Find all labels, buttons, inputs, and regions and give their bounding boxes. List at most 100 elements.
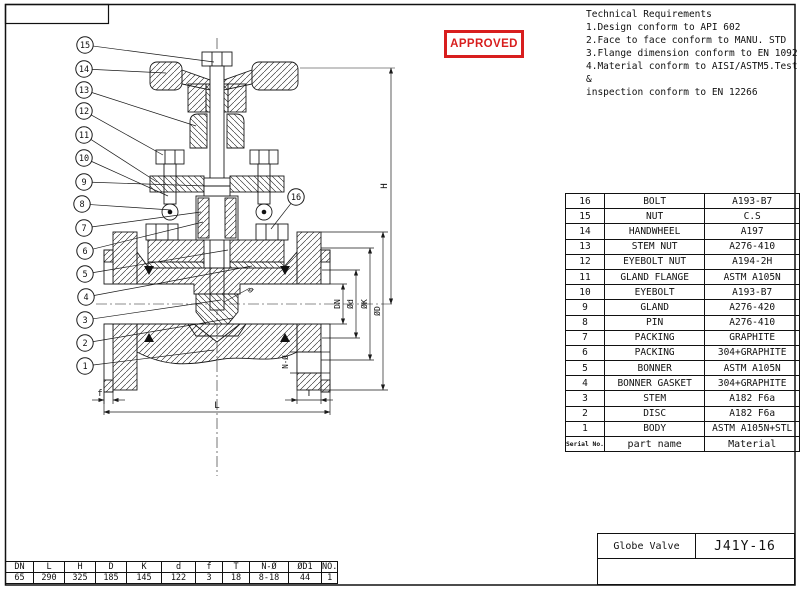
dims-table-cell: 290 xyxy=(33,572,65,584)
dimension-label: H xyxy=(380,183,390,188)
parts-table-cell: ASTM A105N xyxy=(704,360,800,377)
balloon-leader-line xyxy=(93,265,253,296)
callout-balloon xyxy=(76,36,94,54)
tech-req-line: 2.Face to face conform to MANU. STD xyxy=(586,35,787,46)
balloon-leader-line xyxy=(93,349,215,366)
dims-table-cell: ØD1 xyxy=(288,561,322,573)
title-block: Globe Valve J41Y-16 xyxy=(597,533,795,585)
title-block-empty-row xyxy=(598,559,794,584)
balloon-number: 16 xyxy=(291,193,301,203)
balloon-leader-line xyxy=(91,161,169,197)
dims-table-cell: 65 xyxy=(5,572,34,584)
parts-table-cell: GLAND xyxy=(603,299,706,316)
callout-balloon xyxy=(76,265,94,283)
parts-table-cell: A182 F6a xyxy=(704,390,800,407)
parts-table-cell: A194-2H xyxy=(704,253,800,270)
balloon-number: 15 xyxy=(80,41,90,51)
parts-table-cell: 8 xyxy=(565,314,605,331)
balloon-number: 3 xyxy=(82,316,87,326)
callout-balloon xyxy=(76,311,94,329)
balloon-number: 7 xyxy=(81,224,86,234)
parts-table-cell: A193-B7 xyxy=(704,192,800,210)
parts-table-cell: EYEBOLT xyxy=(603,284,706,301)
dims-table-cell: K xyxy=(126,561,162,573)
balloon-leader-line xyxy=(92,211,202,228)
dimension-label: ØK xyxy=(359,299,369,309)
balloon-leader-line xyxy=(92,221,204,250)
bolt-circle-markers xyxy=(144,266,290,342)
parts-table-cell: 6 xyxy=(565,344,605,362)
balloon-number: 11 xyxy=(79,131,89,141)
dimension-label: N-Ø xyxy=(281,355,290,369)
parts-table-cell: 14 xyxy=(565,223,605,240)
parts-table-cell: 13 xyxy=(565,238,605,255)
dimension-label: f xyxy=(97,389,102,399)
callout-balloon xyxy=(75,126,93,144)
parts-table-cell: Material xyxy=(704,435,800,453)
balloon-leader-line xyxy=(93,299,222,320)
parts-table-cell: 12 xyxy=(565,253,605,270)
parts-table-cell: 5 xyxy=(565,360,605,377)
balloon-number: 9 xyxy=(81,178,86,188)
parts-table-cell: BODY xyxy=(603,420,706,438)
parts-table-cell: PACKING xyxy=(603,344,706,362)
handwheel-nut xyxy=(201,51,233,67)
balloon-number: 13 xyxy=(79,86,89,96)
valve-body xyxy=(104,250,330,365)
callout-balloon xyxy=(75,149,93,167)
dimension-label: Ø xyxy=(246,286,255,295)
bolt-hole xyxy=(296,351,322,374)
parts-table-cell: STEM xyxy=(603,390,706,407)
left-flange xyxy=(103,231,138,393)
product-name: Globe Valve xyxy=(598,534,696,558)
dims-table-cell: 8-18 xyxy=(249,572,289,584)
balloon-number: 12 xyxy=(79,107,89,117)
parts-table-cell: 3 xyxy=(565,390,605,407)
right-flange xyxy=(290,231,331,393)
parts-table-cell: 2 xyxy=(565,405,605,422)
parts-table-cell: A276-410 xyxy=(704,314,800,331)
dims-table-cell: 18 xyxy=(222,572,250,584)
parts-table-cell: ASTM A105N xyxy=(704,268,800,286)
parts-table-cell: 4 xyxy=(565,375,605,392)
approved-stamp: APPROVED xyxy=(444,30,524,58)
dims-table-cell: L xyxy=(33,561,65,573)
dimension-label: T xyxy=(306,389,312,399)
tech-req-line: 1.Design conform to API 602 xyxy=(586,22,741,33)
balloon-leader-line xyxy=(270,203,292,230)
dimension-label: DN xyxy=(333,299,342,309)
callout-balloon xyxy=(75,219,93,237)
dims-table-cell: N-Ø xyxy=(249,561,289,573)
dims-table-cell: f xyxy=(195,561,223,573)
dimension-label: L xyxy=(214,401,219,411)
balloon-number: 14 xyxy=(79,65,89,75)
parts-table-cell: BOLT xyxy=(603,192,706,210)
parts-table-cell: 15 xyxy=(565,208,605,225)
gland xyxy=(203,177,231,197)
dimension-label: ØD xyxy=(372,306,382,316)
parts-table-cell: BONNER GASKET xyxy=(603,375,706,392)
parts-table-cell: STEM NUT xyxy=(603,238,706,255)
dimension-label: Ød xyxy=(345,299,355,309)
disc xyxy=(187,287,251,337)
eyebolt-nuts xyxy=(155,149,279,165)
parts-table-cell: BONNER xyxy=(603,360,706,377)
callout-balloon xyxy=(75,60,93,78)
callout-balloon xyxy=(77,288,95,306)
tech-req-line: 3.Flange dimension conform to EN 1092 xyxy=(586,48,798,59)
balloon-number: 1 xyxy=(82,362,87,372)
